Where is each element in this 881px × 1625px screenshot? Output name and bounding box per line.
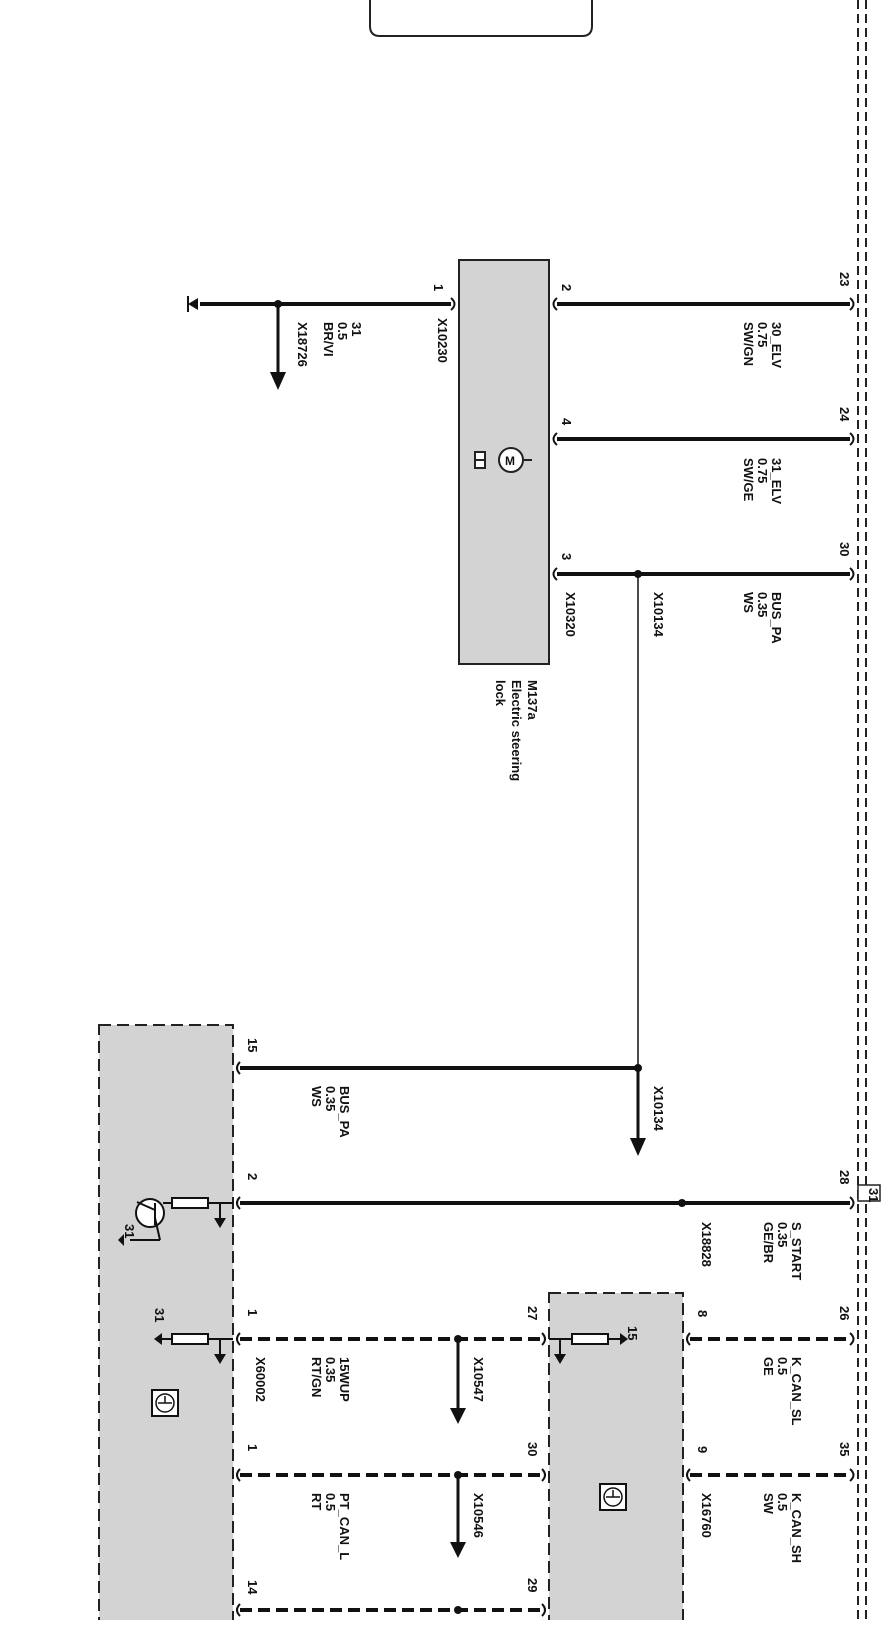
wire-pt-can-l-signal: PT_CAN_L xyxy=(337,1493,352,1560)
left-module-box xyxy=(98,1024,234,1625)
wire-bus-pa-color: WS xyxy=(741,592,756,613)
gateway-pin-9: 9 xyxy=(695,1446,710,1453)
wire-k-can-sh xyxy=(686,1468,855,1482)
gateway-pin-30: 30 xyxy=(525,1442,540,1456)
ground-wire xyxy=(187,296,456,390)
wire-15wup-signal: 15WUP xyxy=(337,1357,352,1402)
main-module-pin-28: 28 xyxy=(837,1170,852,1184)
gateway-module-box xyxy=(548,1292,684,1624)
connector-x16760: X16760 xyxy=(699,1493,714,1538)
wire-k-can-sh-gauge: 0.5 xyxy=(775,1493,790,1511)
gateway-pin-8: 8 xyxy=(695,1310,710,1317)
wire-15wup-gauge: 0.35 xyxy=(323,1357,338,1382)
main-module-tag-box xyxy=(857,1184,881,1202)
ground-wire-gauge: 0.5 xyxy=(335,322,350,340)
gateway-resistor-icon xyxy=(549,1333,628,1364)
steering-lock-pin-3: 3 xyxy=(559,553,574,560)
wire-bus-pa2-gauge: 0.35 xyxy=(323,1086,338,1111)
wire-31-elv-gauge: 0.75 xyxy=(755,458,770,483)
splice-x10547: X10547 xyxy=(471,1357,486,1402)
connector-x10230: X10230 xyxy=(435,318,450,363)
wire-bottom-partial xyxy=(236,1603,546,1617)
wire-k-can-sl xyxy=(686,1332,855,1346)
wire-30-elv-signal: 30_ELV xyxy=(769,322,784,368)
wire-30-elv xyxy=(552,297,855,311)
wire-bus-pa xyxy=(552,567,855,1068)
wire-bus-pa-gauge: 0.35 xyxy=(755,592,770,617)
wire-bus-pa2-color: WS xyxy=(309,1086,324,1107)
splice-x10134-upper: X10134 xyxy=(651,592,666,638)
wire-s-start-color: GE/BR xyxy=(761,1222,776,1264)
wire-15wup xyxy=(236,1332,546,1424)
main-module-pin-26: 26 xyxy=(837,1306,852,1320)
ground-wire-signal: 31 xyxy=(349,322,364,336)
wire-30-elv-color: SW/GN xyxy=(741,322,756,366)
gateway-supply-label: 15 xyxy=(625,1326,640,1340)
wire-31-elv-signal: 31_ELV xyxy=(769,458,784,504)
wire-bus-pa-lower xyxy=(236,1061,646,1156)
wire-k-can-sl-signal: K_CAN_SL xyxy=(789,1357,804,1426)
svg-text:M: M xyxy=(505,454,515,468)
splice-x10134-lower: X10134 xyxy=(651,1086,666,1132)
main-module-pin-35: 35 xyxy=(837,1442,852,1456)
motor-icon: M xyxy=(474,447,532,473)
wire-31-elv-color: SW/GE xyxy=(741,458,756,502)
wire-k-can-sl-color: GE xyxy=(761,1357,776,1376)
transceiver-icon-left xyxy=(151,1389,179,1417)
wire-s-start-signal: S_START xyxy=(789,1222,804,1280)
wire-pt-can-l-color: RT xyxy=(309,1493,324,1510)
wire-s-start-gauge: 0.35 xyxy=(775,1222,790,1247)
main-module-pin-23: 23 xyxy=(837,272,852,286)
main-module-pin-30: 30 xyxy=(837,542,852,556)
gateway-pin-27: 27 xyxy=(525,1306,540,1320)
steering-lock-pin-4: 4 xyxy=(559,418,574,426)
transistor-icon xyxy=(118,1197,233,1246)
left-module-pin-1: 1 xyxy=(245,1309,260,1316)
left-module-pin-2: 2 xyxy=(245,1173,260,1180)
connector-x18828: X18828 xyxy=(699,1222,714,1267)
left-module-gnd-label: 31 xyxy=(122,1224,137,1238)
wire-k-can-sl-gauge: 0.5 xyxy=(775,1357,790,1375)
top-box-outline xyxy=(369,0,593,37)
left-module-pin-1b: 1 xyxy=(245,1444,260,1451)
main-module-pin-24: 24 xyxy=(837,407,852,422)
ground-wire-color: BR/VI xyxy=(321,322,336,357)
wire-k-can-sh-color: SW xyxy=(761,1493,776,1515)
resistor-icon xyxy=(154,1333,233,1364)
wire-31-elv xyxy=(552,432,855,446)
steering-lock-label: M137a Electric steering lock xyxy=(493,680,540,781)
wire-bus-pa-signal: BUS_PA xyxy=(769,592,784,644)
wire-15wup-color: RT/GN xyxy=(309,1357,324,1397)
wire-pt-can-l xyxy=(236,1468,546,1558)
left-module-pin-15: 15 xyxy=(245,1038,260,1052)
gateway-pin-29: 29 xyxy=(525,1578,540,1592)
connector-x10320: X10320 xyxy=(563,592,578,637)
steering-lock-name-line2: lock xyxy=(493,680,508,707)
wire-k-can-sh-signal: K_CAN_SH xyxy=(789,1493,804,1563)
transceiver-icon-gateway xyxy=(599,1483,627,1511)
main-module-tag: 31 xyxy=(866,1188,881,1202)
left-module-pin-14: 14 xyxy=(245,1580,260,1595)
steering-lock-name-line1: Electric steering xyxy=(509,680,524,781)
wire-pt-can-l-gauge: 0.5 xyxy=(323,1493,338,1511)
steering-lock-pin-1: 1 xyxy=(431,284,446,291)
wire-bus-pa2-signal: BUS_PA xyxy=(337,1086,352,1138)
wire-30-elv-gauge: 0.75 xyxy=(755,322,770,347)
wire-s-start xyxy=(236,1196,855,1210)
steering-lock-code: M137a xyxy=(525,680,540,721)
steering-lock-pin-2: 2 xyxy=(559,284,574,291)
connector-x60002: X60002 xyxy=(253,1357,268,1402)
connector-x18726: X18726 xyxy=(295,322,310,367)
splice-x10546: X10546 xyxy=(471,1493,486,1538)
left-module-gnd-label-2: 31 xyxy=(152,1308,167,1322)
